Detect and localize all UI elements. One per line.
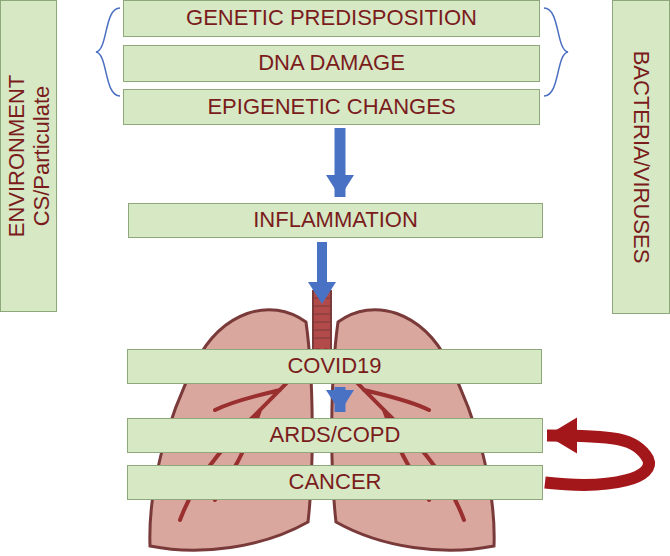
factor-band: ENVIRONMENT CS/Particulate: [0, 0, 57, 312]
process-box: COVID19: [127, 349, 542, 384]
node-label: ENVIRONMENT CS/Particulate: [3, 8, 54, 304]
flow-arrow: [335, 128, 346, 197]
process-box: INFLAMMATION: [128, 203, 543, 238]
process-box: GENETIC PREDISPOSITION: [123, 0, 540, 37]
flow-arrow: [335, 387, 346, 412]
flow-arrow: [545, 436, 649, 485]
process-box: DNA DAMAGE: [123, 45, 540, 82]
node-label: CANCER: [289, 470, 382, 494]
node-label: GENETIC PREDISPOSITION: [186, 6, 477, 30]
node-label: ARDS/COPD: [270, 423, 401, 447]
node-label: DNA DAMAGE: [258, 51, 405, 75]
arrow-to-lungs: [308, 242, 336, 304]
node-label: INFLAMMATION: [253, 208, 418, 232]
factor-band: BACTERIA/VIRUSES: [612, 0, 670, 314]
node-label: EPIGENETIC CHANGES: [207, 95, 455, 119]
process-box: EPIGENETIC CHANGES: [123, 89, 540, 125]
process-box: CANCER: [127, 465, 543, 500]
node-label: BACTERIA/VIRUSES: [628, 8, 653, 306]
process-box: ARDS/COPD: [127, 418, 543, 453]
node-label: COVID19: [287, 354, 381, 378]
